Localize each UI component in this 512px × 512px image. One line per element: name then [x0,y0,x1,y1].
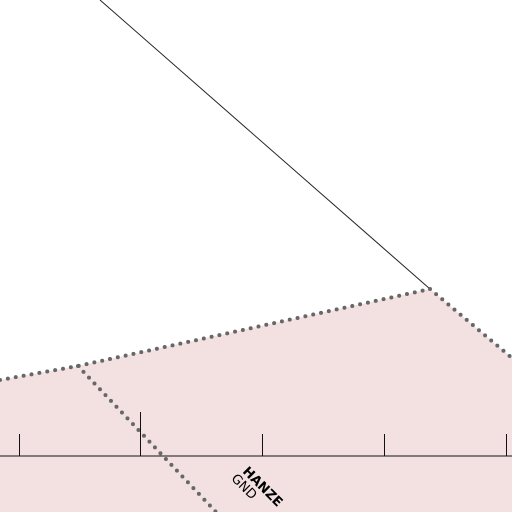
airspace-boundary-east [428,287,512,360]
route-line [99,0,431,290]
airspace-boundary-inner [76,364,218,512]
scale-bar [0,412,512,457]
